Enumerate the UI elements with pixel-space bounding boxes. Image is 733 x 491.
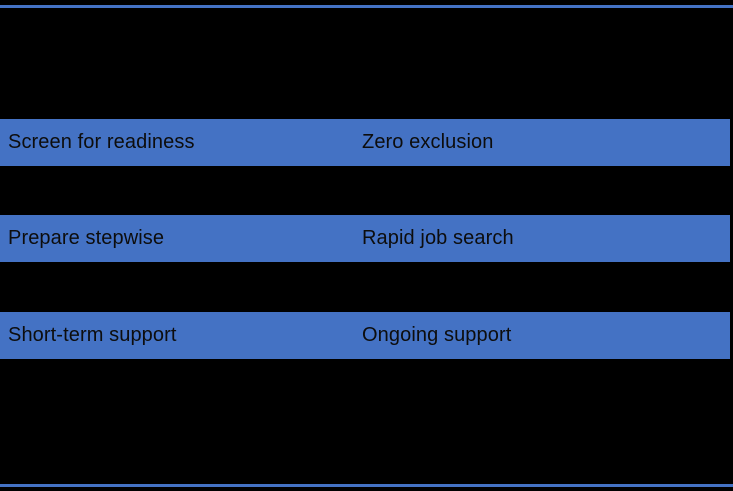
top-accent-rule bbox=[0, 5, 733, 8]
bottom-accent-rule bbox=[0, 484, 733, 487]
comparison-row-2[interactable]: Prepare stepwise Rapid job search bbox=[0, 215, 730, 262]
comparison-row-1[interactable]: Screen for readiness Zero exclusion bbox=[0, 119, 730, 166]
row-3-left-label: Short-term support bbox=[8, 324, 177, 346]
row-1-right-label: Zero exclusion bbox=[362, 131, 494, 153]
row-1-left-label: Screen for readiness bbox=[8, 131, 195, 153]
row-2-right-label: Rapid job search bbox=[362, 227, 514, 249]
row-2-left-label: Prepare stepwise bbox=[8, 227, 165, 249]
comparison-row-3[interactable]: Short-term support Ongoing support bbox=[0, 312, 730, 359]
row-3-right-label: Ongoing support bbox=[362, 324, 512, 346]
